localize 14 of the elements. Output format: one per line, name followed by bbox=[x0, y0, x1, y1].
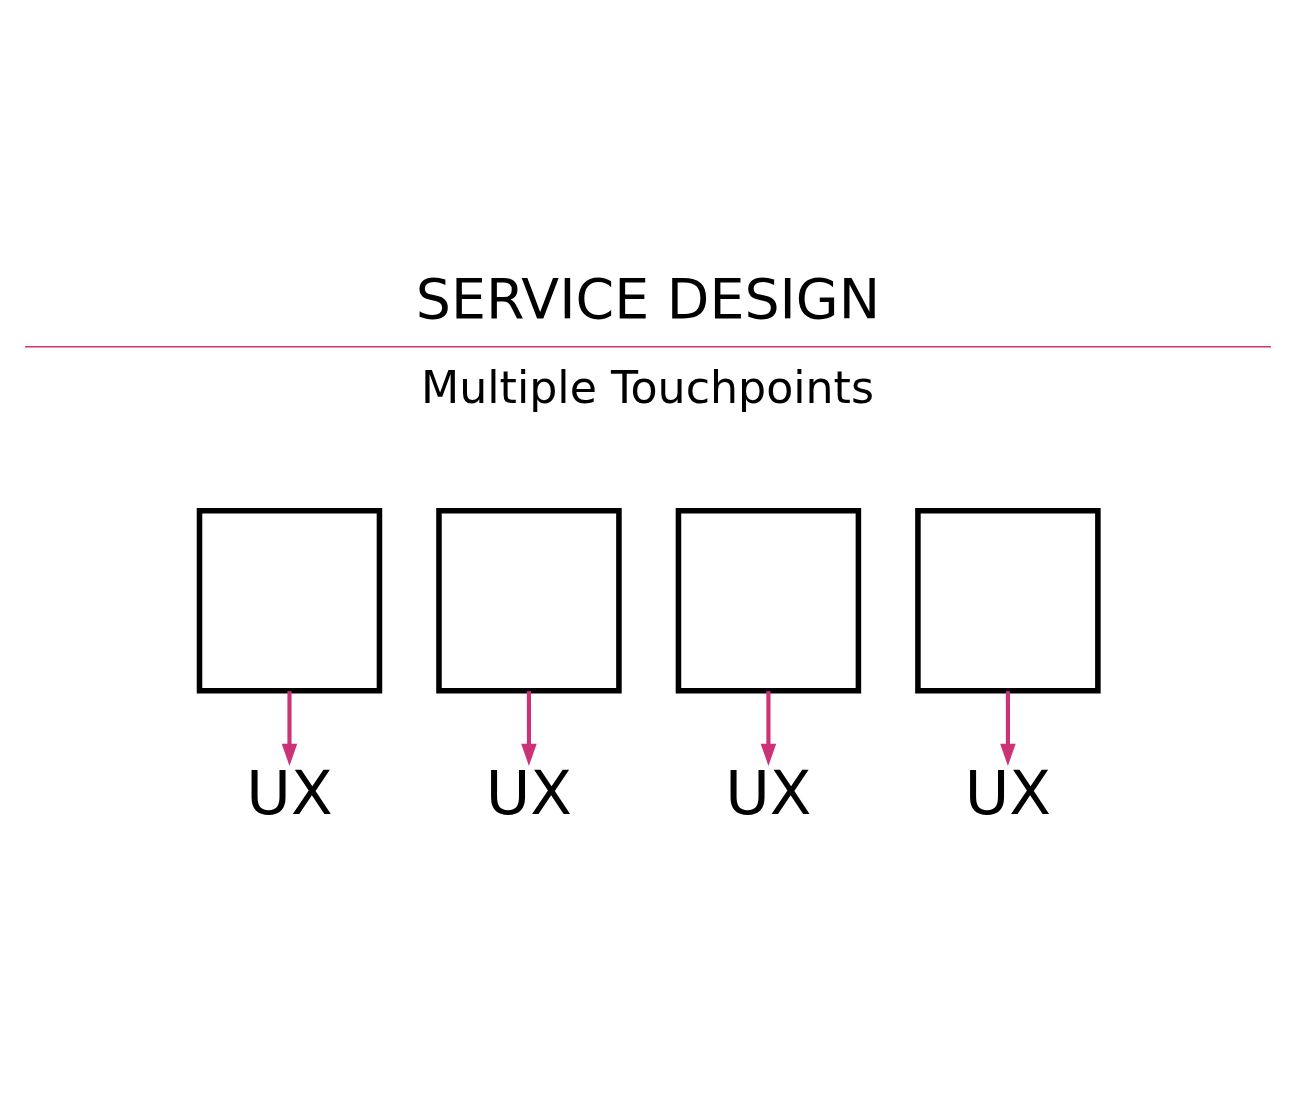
arrow bbox=[760, 691, 777, 766]
diagram-title: SERVICE DESIGN bbox=[415, 267, 881, 332]
node-text: UX bbox=[485, 757, 573, 829]
node-box bbox=[196, 508, 383, 694]
node-text: UX bbox=[964, 757, 1052, 829]
node-text: UX bbox=[725, 757, 812, 829]
node-text: UX bbox=[246, 757, 333, 829]
arrow bbox=[521, 691, 537, 766]
label: Multiple Touchpoints bbox=[420, 361, 875, 413]
node-box bbox=[436, 508, 622, 694]
arrow bbox=[1000, 691, 1016, 766]
node-box bbox=[675, 508, 862, 694]
node-box bbox=[915, 508, 1101, 694]
arrow bbox=[281, 691, 298, 766]
